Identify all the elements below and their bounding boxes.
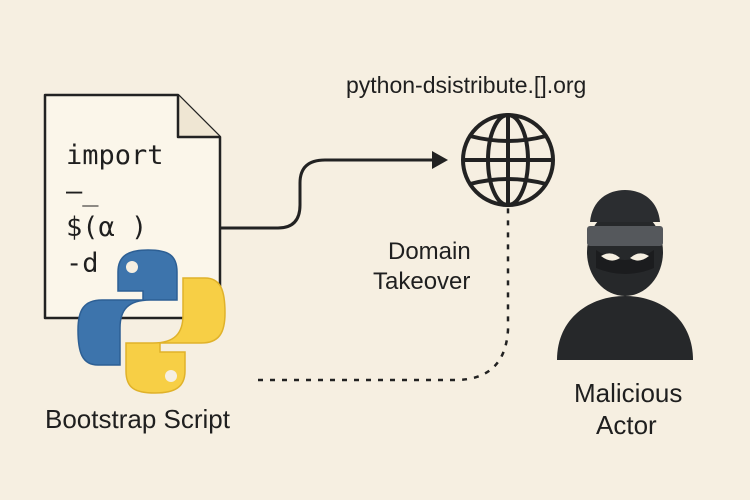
- takeover-connector: [258, 208, 510, 382]
- code-line-2: —_: [66, 176, 99, 207]
- python-logo-icon: [77, 249, 226, 394]
- code-line-3: $(α ): [66, 212, 148, 243]
- domain-takeover-label-line2: Takeover: [373, 268, 471, 295]
- domain-takeover-label-line1: Domain: [388, 238, 471, 265]
- request-arrow: [220, 151, 448, 230]
- globe-icon: [461, 113, 555, 207]
- malicious-actor-label-line1: Malicious: [574, 378, 683, 408]
- masked-hacker-icon: [557, 190, 693, 360]
- malicious-actor-label-line2: Actor: [596, 410, 657, 440]
- code-line-4: -d: [66, 248, 99, 279]
- domain-url-label: python-dsistribute.[].org: [346, 72, 587, 98]
- bootstrap-script-label: Bootstrap Script: [45, 404, 230, 434]
- code-line-1: import: [66, 140, 164, 171]
